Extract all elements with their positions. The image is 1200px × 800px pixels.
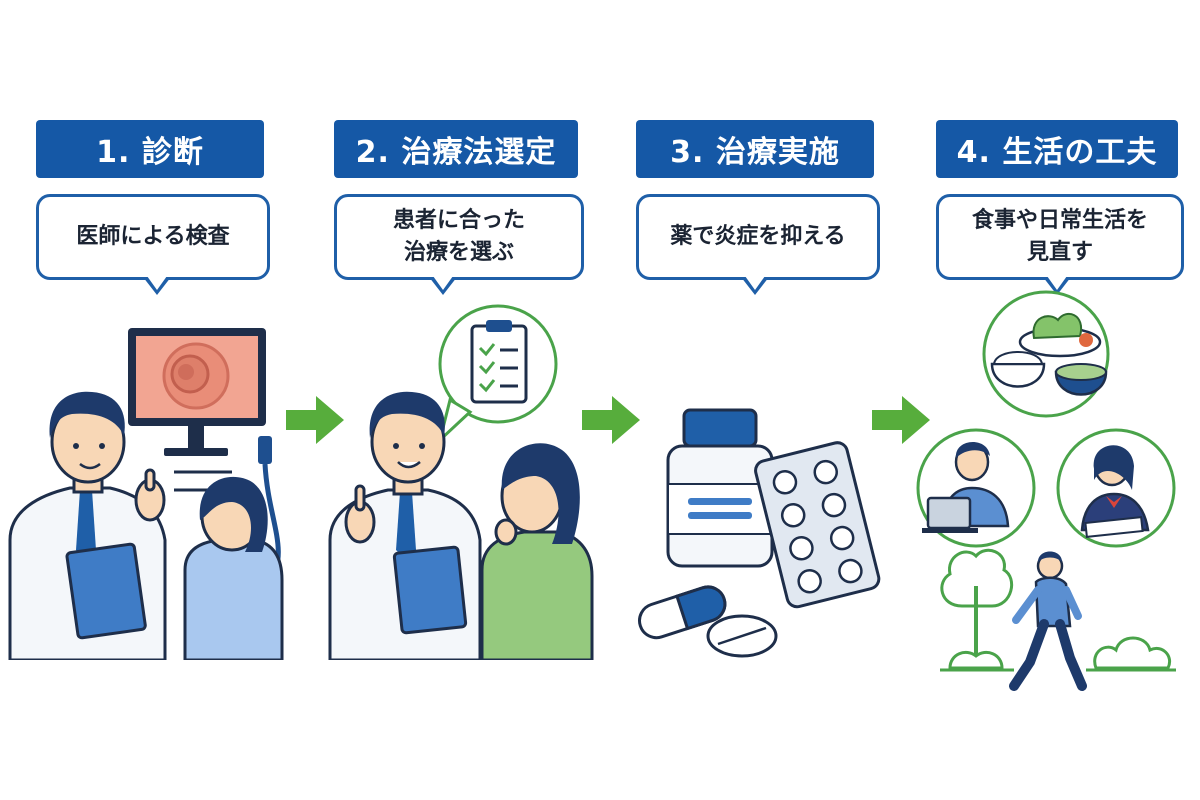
medicine-bottle-icon — [666, 408, 774, 568]
step-4-title: 4. 生活の工夫 — [956, 135, 1158, 170]
step-2-header: 2. 治療法選定 — [334, 120, 578, 178]
tree-icon — [940, 548, 1014, 672]
step-4-text-line-2: 見直す — [1026, 240, 1093, 265]
arrow-right-icon — [582, 396, 640, 444]
capsule-icon — [638, 585, 727, 640]
doctor-icon — [328, 391, 482, 660]
arrow-right-icon — [286, 396, 344, 444]
tablet-icon — [706, 614, 778, 658]
checklist-icon — [437, 304, 558, 445]
arrow-right-icon — [872, 396, 930, 444]
doctor-icon — [8, 391, 167, 660]
step-1-text: 医師による検査 — [76, 224, 230, 249]
step-2-text-line-1: 患者に合った — [392, 208, 525, 233]
step-3-bubble: 薬で炎症を抑える — [636, 194, 880, 295]
studying-student-icon — [1056, 428, 1176, 548]
step-1-bubble: 医師による検査 — [36, 194, 270, 295]
laptop-person-icon — [916, 428, 1036, 548]
bush-icon — [1086, 636, 1176, 672]
step-2-bubble: 患者に合った 治療を選ぶ — [334, 194, 584, 295]
step-2-text-line-2: 治療を選ぶ — [403, 240, 514, 265]
step-4-bubble: 食事や日常生活を 見直す — [936, 194, 1184, 295]
step-4-illustration — [916, 290, 1176, 691]
step-3-text: 薬で炎症を抑える — [670, 224, 846, 249]
step-4-header: 4. 生活の工夫 — [936, 120, 1178, 178]
patient-icon — [480, 443, 594, 660]
meal-icon — [982, 290, 1110, 418]
step-1-title: 1. 診断 — [96, 135, 204, 170]
step-2-illustration — [328, 304, 594, 660]
blister-pack-icon — [754, 441, 881, 609]
patient-icon — [183, 476, 284, 660]
step-3-title: 3. 治療実施 — [670, 135, 840, 170]
step-1-illustration — [8, 328, 284, 660]
step-2-title: 2. 治療法選定 — [355, 135, 557, 170]
step-3-header: 3. 治療実施 — [636, 120, 874, 178]
step-3-illustration — [638, 408, 881, 658]
walking-person-icon — [1009, 551, 1087, 691]
step-4-text-line-1: 食事や日常生活を — [971, 208, 1148, 233]
monitor-icon — [128, 328, 266, 456]
step-1-header: 1. 診断 — [36, 120, 264, 178]
